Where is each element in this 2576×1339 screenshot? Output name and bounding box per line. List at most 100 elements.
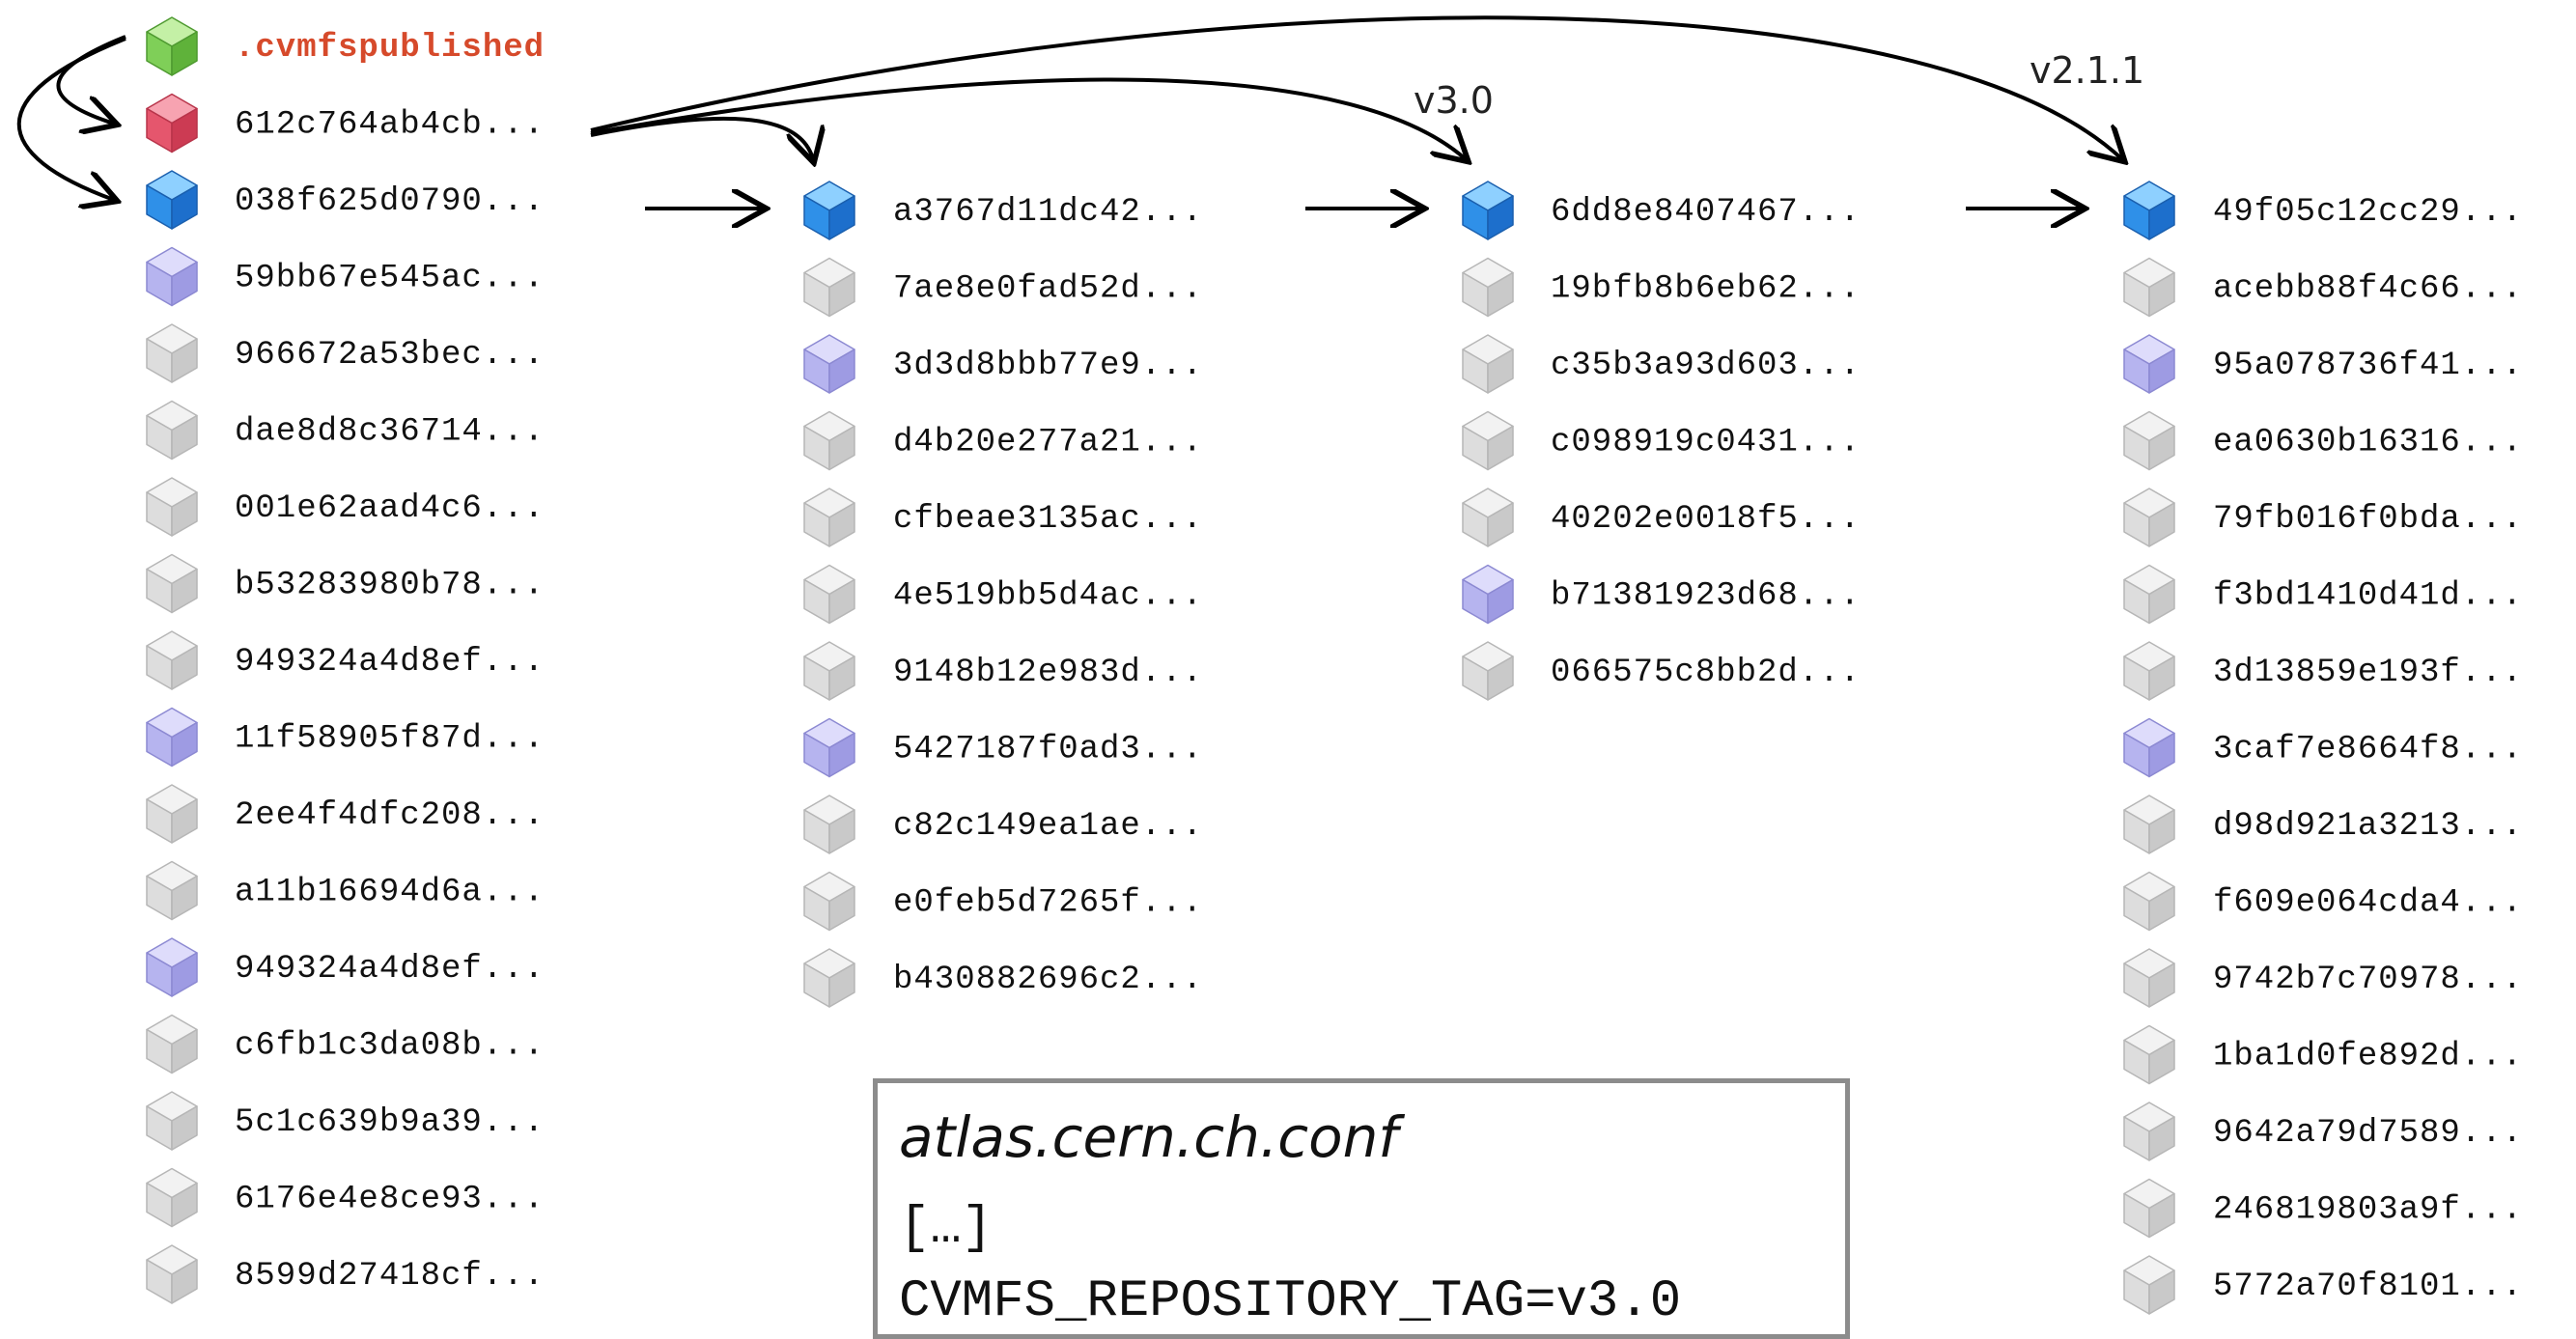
- hash-label: 9742b7c70978...: [2213, 962, 2523, 998]
- catalog-entry: ea0630b16316...: [2123, 410, 2522, 471]
- catalog-entry: 5c1c639b9a39...: [146, 1091, 545, 1151]
- hash-label: 038f625d0790...: [235, 183, 545, 220]
- cube-icon: [803, 948, 855, 1008]
- cube-icon: [146, 707, 198, 767]
- cube-icon: [146, 477, 198, 537]
- hash-label: 9642a79d7589...: [2213, 1115, 2523, 1152]
- hash-label: b430882696c2...: [893, 962, 1203, 998]
- catalog-columns: .cvmfspublished612c764ab4cb...038f625d07…: [146, 16, 2523, 1315]
- cube-icon: [803, 410, 855, 471]
- catalog-entry: f609e064cda4...: [2123, 871, 2523, 932]
- catalog-entry: 949324a4d8ef...: [146, 937, 544, 997]
- history-to-catalog-arrow: [590, 116, 813, 159]
- catalog-entry: 19bfb8b6eb62...: [1462, 257, 1861, 318]
- catalog-entry: cfbeae3135ac...: [803, 488, 1202, 547]
- catalog-entry: 8599d27418cf...: [146, 1244, 545, 1304]
- cube-icon: [2123, 488, 2175, 547]
- cube-icon: [803, 641, 855, 701]
- cube-icon: [1462, 488, 1514, 547]
- config-filename: atlas.cern.ch.conf: [899, 1104, 1398, 1170]
- tag-label-v2-1-1: v2.1.1: [2030, 49, 2144, 92]
- cube-icon: [2123, 564, 2175, 625]
- cube-icon: [2123, 334, 2175, 394]
- hash-label: 19bfb8b6eb62...: [1551, 271, 1861, 308]
- hash-label: 2ee4f4dfc208...: [235, 797, 545, 834]
- catalog-entry: 3caf7e8664f8...: [2123, 717, 2523, 778]
- hash-label: 6dd8e8407467...: [1551, 194, 1861, 231]
- cube-icon: [146, 246, 198, 307]
- catalog-entry: d98d921a3213...: [2123, 795, 2522, 854]
- config-box: atlas.cern.ch.conf […] CVMFS_REPOSITORY_…: [873, 1078, 1850, 1339]
- catalog-entry: 9742b7c70978...: [2123, 948, 2523, 1008]
- cube-icon: [2123, 181, 2175, 240]
- hash-label: f3bd1410d41d...: [2213, 578, 2523, 615]
- cube-icon: [1462, 257, 1514, 318]
- cube-icon: [803, 181, 855, 240]
- hash-label: 40202e0018f5...: [1551, 501, 1861, 538]
- cube-icon: [146, 553, 198, 614]
- catalog-entry: 9642a79d7589...: [2123, 1102, 2523, 1161]
- cube-icon: [803, 334, 855, 394]
- catalog-entry: 001e62aad4c6...: [146, 477, 544, 537]
- catalog-entry: 5427187f0ad3...: [803, 717, 1202, 778]
- catalog-entry: f3bd1410d41d...: [2123, 564, 2523, 625]
- hash-label: 4e519bb5d4ac...: [893, 578, 1203, 615]
- cube-icon: [146, 93, 198, 153]
- published-to-history-arrow: [16, 37, 126, 200]
- cube-icon: [146, 630, 198, 690]
- cube-icon: [2123, 1178, 2175, 1239]
- hash-label: 3d13859e193f...: [2213, 655, 2523, 691]
- hash-label: 246819803a9f...: [2213, 1192, 2523, 1229]
- hash-label: a11b16694d6a...: [235, 875, 545, 911]
- catalog-entry: 9148b12e983d...: [803, 641, 1203, 701]
- cube-icon: [803, 257, 855, 318]
- catalog-entry: 49f05c12cc29...: [2123, 181, 2522, 240]
- catalog-column-4: 49f05c12cc29...acebb88f4c66...95a078736f…: [2123, 181, 2523, 1315]
- cube-icon: [146, 1014, 198, 1074]
- hash-label: 59bb67e545ac...: [235, 261, 545, 297]
- hash-label: f609e064cda4...: [2213, 885, 2523, 922]
- hash-label: 9148b12e983d...: [893, 655, 1203, 691]
- cube-icon: [146, 1167, 198, 1228]
- catalog-entry: 066575c8bb2d...: [1462, 641, 1861, 701]
- hash-label: 7ae8e0fad52d...: [893, 271, 1203, 308]
- catalog-entry: 40202e0018f5...: [1462, 488, 1861, 547]
- cube-icon: [1462, 410, 1514, 471]
- cube-icon: [803, 717, 855, 778]
- cube-icon: [146, 860, 198, 921]
- catalog-entry: a3767d11dc42...: [803, 181, 1203, 240]
- cube-icon: [146, 400, 198, 460]
- catalog-entry: 6dd8e8407467...: [1462, 181, 1861, 240]
- hash-label: 79fb016f0bda...: [2213, 501, 2523, 538]
- hash-label: c098919c0431...: [1551, 425, 1861, 461]
- catalog-entry: 6176e4e8ce93...: [146, 1167, 544, 1228]
- hash-label: a3767d11dc42...: [893, 194, 1203, 231]
- catalog-entry: 246819803a9f...: [2123, 1178, 2523, 1239]
- catalog-entry: a11b16694d6a...: [146, 860, 545, 921]
- cube-icon: [2123, 795, 2175, 854]
- catalog-column-1: .cvmfspublished612c764ab4cb...038f625d07…: [146, 16, 545, 1304]
- hash-label: 066575c8bb2d...: [1551, 655, 1861, 691]
- hash-label: 8599d27418cf...: [235, 1258, 545, 1295]
- hash-label: 3caf7e8664f8...: [2213, 732, 2523, 768]
- cube-icon: [146, 323, 198, 383]
- catalog-entry: c35b3a93d603...: [1462, 334, 1860, 394]
- catalog-entry: dae8d8c36714...: [146, 400, 544, 460]
- catalog-entry: c82c149ea1ae...: [803, 795, 1203, 854]
- hash-label: 966672a53bec...: [235, 337, 545, 374]
- cube-icon: [2123, 871, 2175, 932]
- hash-label: acebb88f4c66...: [2213, 271, 2523, 308]
- hash-label: c82c149ea1ae...: [893, 808, 1203, 845]
- hash-label: 612c764ab4cb...: [235, 107, 545, 144]
- catalog-entry: 966672a53bec...: [146, 323, 545, 383]
- hash-label: 5c1c639b9a39...: [235, 1104, 545, 1141]
- hash-label: 3d3d8bbb77e9...: [893, 348, 1203, 384]
- catalog-entry: 1ba1d0fe892d...: [2123, 1024, 2522, 1085]
- cube-icon: [2123, 948, 2175, 1008]
- catalog-entry: 79fb016f0bda...: [2123, 488, 2523, 547]
- cube-icon: [803, 871, 855, 932]
- hash-label: 5772a70f8101...: [2213, 1269, 2523, 1305]
- catalog-entry: 2ee4f4dfc208...: [146, 784, 545, 844]
- cube-icon: [1462, 181, 1514, 240]
